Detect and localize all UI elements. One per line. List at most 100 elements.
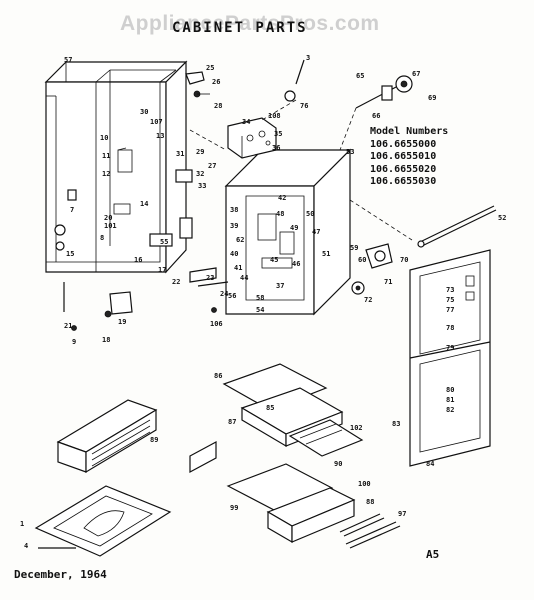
callout: 16 bbox=[134, 256, 142, 264]
callout: 51 bbox=[322, 250, 330, 258]
callout: 29 bbox=[196, 148, 204, 156]
model-number: 106.6655010 bbox=[370, 151, 437, 162]
inner-liner bbox=[224, 148, 352, 316]
callout: 32 bbox=[196, 170, 204, 178]
callout: 36 bbox=[272, 144, 280, 152]
callout: 34 bbox=[242, 118, 250, 126]
callout: 90 bbox=[334, 460, 342, 468]
callout: 22 bbox=[172, 278, 180, 286]
callout: 73 bbox=[446, 286, 454, 294]
callout: 47 bbox=[312, 228, 320, 236]
callout: 38 bbox=[230, 206, 238, 214]
callout: 87 bbox=[228, 418, 236, 426]
callout: 58 bbox=[256, 294, 264, 302]
callout: 9 bbox=[72, 338, 76, 346]
callout: 71 bbox=[384, 278, 392, 286]
callout: 24 bbox=[220, 290, 228, 298]
callout: 82 bbox=[446, 406, 454, 414]
callout: 23 bbox=[206, 274, 214, 282]
callout: 72 bbox=[364, 296, 372, 304]
callout: 55 bbox=[160, 238, 168, 246]
callout: 78 bbox=[446, 324, 454, 332]
callout: 97 bbox=[398, 510, 406, 518]
callout: 65 bbox=[356, 72, 364, 80]
callout: 45 bbox=[270, 256, 278, 264]
callout: 3 bbox=[306, 54, 310, 62]
publication-date: December, 1964 bbox=[14, 568, 107, 581]
callout: 20 bbox=[104, 214, 112, 222]
model-number: 106.6655000 bbox=[370, 138, 437, 150]
callout: 107 bbox=[150, 118, 163, 126]
callout: 39 bbox=[230, 222, 238, 230]
lower-crisper-drawer bbox=[226, 463, 356, 544]
drawer-rails bbox=[339, 513, 401, 549]
callout: 46 bbox=[292, 260, 300, 268]
callout: 62 bbox=[236, 236, 244, 244]
page-title: CABINET PARTS bbox=[172, 20, 308, 36]
callout-labels: 57 25 26 28 3 76 65 67 66 69 108 34 35 3… bbox=[20, 54, 506, 550]
callout: 30 bbox=[140, 108, 148, 116]
callout: 13 bbox=[156, 132, 164, 140]
callout: 41 bbox=[234, 264, 242, 272]
callout: 88 bbox=[366, 498, 374, 506]
callout: 15 bbox=[66, 250, 74, 258]
callout: 54 bbox=[256, 306, 264, 314]
callout: 27 bbox=[208, 162, 216, 170]
upper-crisper-tray bbox=[222, 363, 364, 457]
callout: 56 bbox=[228, 292, 236, 300]
callout: 18 bbox=[102, 336, 110, 344]
callout: 12 bbox=[102, 170, 110, 178]
callout: 60 bbox=[358, 256, 366, 264]
callout: 28 bbox=[214, 102, 222, 110]
callout: 101 bbox=[104, 222, 117, 230]
callout: 7 bbox=[70, 206, 74, 214]
callout: 26 bbox=[212, 78, 220, 86]
model-number: 106.6655030 bbox=[370, 176, 437, 187]
left-hardware bbox=[54, 147, 133, 331]
callout: 99 bbox=[230, 504, 238, 512]
callout: 31 bbox=[176, 150, 184, 158]
watermark: AppliancePartsPros.com bbox=[120, 12, 380, 35]
shelf-bracket bbox=[189, 440, 217, 474]
hinge-bracket bbox=[185, 59, 305, 102]
callout: 84 bbox=[426, 460, 434, 468]
drip-pan bbox=[34, 485, 172, 557]
callout: 19 bbox=[118, 318, 126, 326]
callout: 25 bbox=[206, 64, 214, 72]
model-number: 106.6655020 bbox=[370, 163, 437, 175]
callout: 21 bbox=[64, 322, 72, 330]
callout: 33 bbox=[198, 182, 206, 190]
callout: 75 bbox=[446, 296, 454, 304]
callout: 10 bbox=[100, 134, 108, 142]
gear-bracket bbox=[351, 243, 393, 295]
callout: 17 bbox=[158, 266, 166, 274]
callout: 8 bbox=[100, 234, 104, 242]
callout: 86 bbox=[214, 372, 222, 380]
callout: 106 bbox=[210, 320, 223, 328]
shelf-rod bbox=[417, 205, 497, 248]
grille-panel bbox=[56, 399, 158, 474]
callout: 44 bbox=[240, 274, 248, 282]
callout: 37 bbox=[276, 282, 284, 290]
callout: 4 bbox=[24, 542, 28, 550]
callout: 85 bbox=[266, 404, 274, 412]
callout: 50 bbox=[306, 210, 314, 218]
model-numbers-heading: Model Numbers bbox=[370, 126, 449, 137]
callout: 67 bbox=[412, 70, 420, 78]
callout: 81 bbox=[446, 396, 454, 404]
assembly-lines bbox=[189, 99, 413, 241]
callout: 11 bbox=[102, 152, 110, 160]
callout: 76 bbox=[300, 102, 308, 110]
callout: 100 bbox=[358, 480, 371, 488]
fan-motor-assembly bbox=[355, 75, 413, 109]
callout: 83 bbox=[392, 420, 400, 428]
callout: 66 bbox=[372, 112, 380, 120]
callout: 80 bbox=[446, 386, 454, 394]
callout: 35 bbox=[274, 130, 282, 138]
callout: 102 bbox=[350, 424, 363, 432]
callout: 14 bbox=[140, 200, 148, 208]
callout: 108 bbox=[268, 112, 281, 120]
door-assembly bbox=[409, 249, 491, 467]
